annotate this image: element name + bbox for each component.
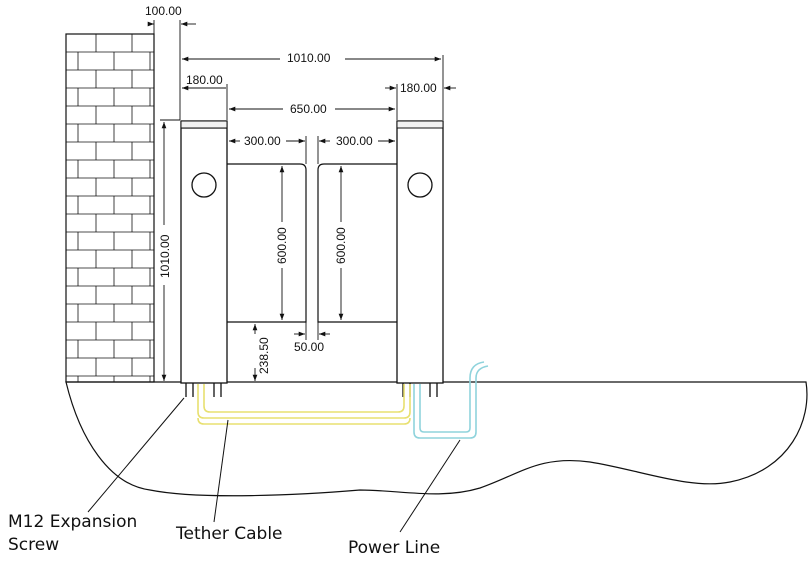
callout-power-line: Power Line	[348, 538, 440, 558]
callout-screw-line1: M12 Expansion	[8, 512, 137, 532]
brick-wall	[65, 33, 155, 383]
left-flap	[227, 163, 307, 323]
callout-tether-cable: Tether Cable	[175, 524, 283, 544]
dim-wall-gap: 100.00	[145, 4, 182, 18]
right-flap	[317, 163, 397, 323]
ground-outline	[65, 381, 808, 497]
right-post	[396, 120, 444, 384]
expansion-screws	[185, 383, 438, 397]
tether-cable	[197, 384, 411, 425]
dim-overall-height: 1010.00	[158, 234, 172, 278]
dim-flap-height-left: 600.00	[275, 227, 289, 264]
dim-flap-width-left: 300.00	[244, 134, 281, 148]
dim-flap-gap: 50.00	[294, 340, 324, 354]
dim-overall-width: 1010.00	[287, 51, 331, 65]
dim-passage-width: 650.00	[290, 102, 327, 116]
callout-screw-line2: Screw	[8, 535, 59, 555]
power-line	[413, 361, 489, 439]
right-post-sensor-icon	[407, 172, 433, 198]
dim-flap-width-right: 300.00	[336, 134, 373, 148]
left-post	[180, 120, 228, 384]
dim-flap-clearance: 238.50	[257, 337, 271, 374]
dim-post-width-right: 180.00	[400, 81, 437, 95]
left-post-sensor-icon	[191, 172, 217, 198]
dim-flap-height-right: 600.00	[334, 227, 348, 264]
dim-post-width-left: 180.00	[186, 73, 223, 87]
